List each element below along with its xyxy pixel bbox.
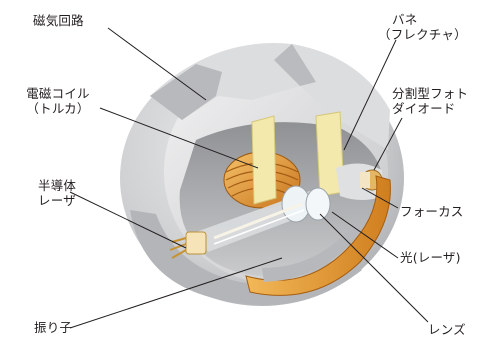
leader-lines	[69, 27, 429, 329]
pendulum	[245, 175, 391, 296]
label-light-laser: 光(レーザ)	[400, 250, 461, 265]
label-magnetic-circuit: 磁気回路	[33, 13, 84, 28]
label-spring-line2: （フレクチャ）	[378, 27, 467, 42]
label-electromagnetic-coil: 電磁コイル （トルカ）	[14, 86, 102, 116]
lens-assembly	[196, 185, 331, 252]
label-spring: バネ （フレクチャ）	[378, 12, 467, 42]
label-lens: レンズ	[428, 322, 466, 337]
label-laser-line2: レーザ	[38, 193, 76, 208]
label-focus: フォーカス	[400, 204, 464, 219]
label-photodiode: 分割型フォト ダイオード	[392, 86, 468, 116]
label-photodiode-line1: 分割型フォト	[392, 86, 469, 101]
label-laser-line1: 半導体	[38, 178, 77, 193]
label-coil-line1: 電磁コイル	[26, 86, 90, 101]
label-spring-line1: バネ	[392, 12, 418, 27]
label-photodiode-line2: ダイオード	[392, 101, 456, 116]
label-semiconductor-laser: 半導体 レーザ	[38, 178, 76, 208]
semiconductor-laser	[169, 231, 207, 259]
label-coil-line2: （トルカ）	[26, 101, 90, 116]
label-pendulum: 振り子	[34, 320, 73, 335]
